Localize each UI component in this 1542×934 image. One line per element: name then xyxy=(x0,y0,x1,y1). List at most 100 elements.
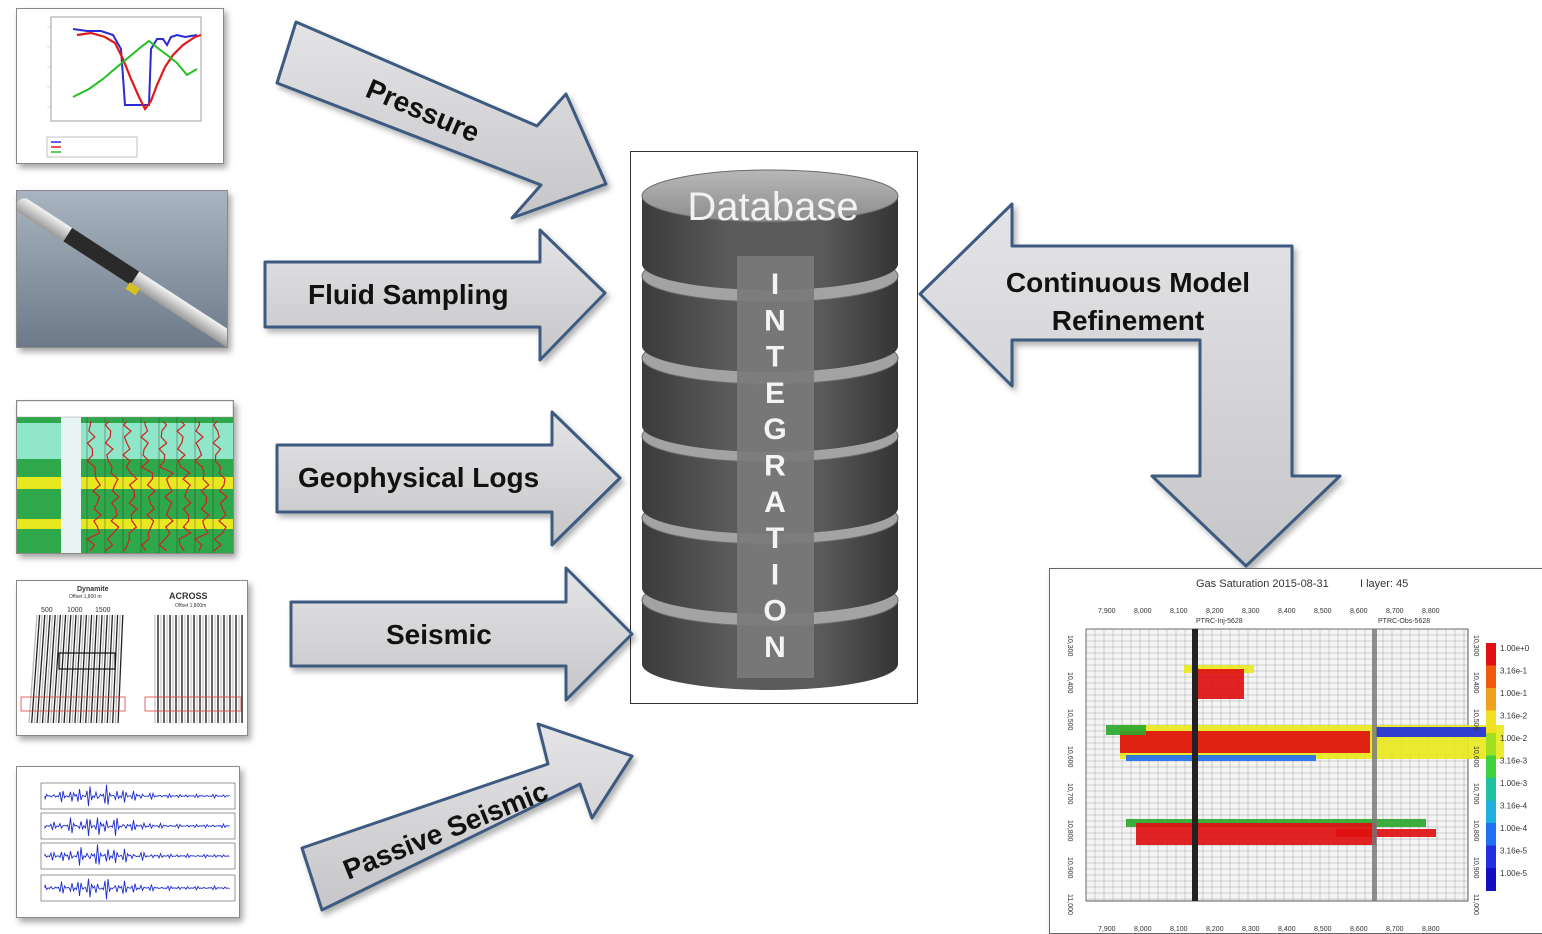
seismic-arrow xyxy=(289,566,634,702)
integration-letter: G xyxy=(763,413,786,446)
gas-x-tick-bottom: 8,700 xyxy=(1386,926,1404,933)
refinement-label-line1: Continuous Model xyxy=(1006,267,1250,298)
integration-letter: E xyxy=(765,377,785,410)
gas-y-tick-left: 10,900 xyxy=(1066,857,1073,879)
gas-x-tick-top: 8,800 xyxy=(1422,608,1440,615)
legend-label: 3.16e-4 xyxy=(1500,802,1528,811)
gas-x-tick-bottom: 8,500 xyxy=(1314,926,1332,933)
legend-label: 1.00e-5 xyxy=(1500,869,1528,878)
gas-x-tick-top: 8,300 xyxy=(1242,608,1260,615)
gas-y-tick-left: 10,600 xyxy=(1066,746,1073,768)
gas-y-tick-left: 10,300 xyxy=(1066,635,1073,657)
legend-label: 3.16e-1 xyxy=(1500,667,1528,676)
passive-seismic-arrow xyxy=(300,722,634,912)
geophysical-logs-thumbnail xyxy=(16,400,234,554)
gas-x-tick-top: 8,000 xyxy=(1134,608,1152,615)
gas-x-tick-top: 8,600 xyxy=(1350,608,1368,615)
gas-x-tick-top: 8,500 xyxy=(1314,608,1332,615)
integration-letter: N xyxy=(764,631,786,664)
refinement-arrow xyxy=(918,202,1342,568)
gas-y-tick-left: 10,800 xyxy=(1066,820,1073,842)
gas-y-tick-left: 10,400 xyxy=(1066,672,1073,694)
gas-y-tick-left: 11,000 xyxy=(1066,894,1073,915)
legend-label: 3.16e-3 xyxy=(1500,757,1528,766)
integration-letter: I xyxy=(771,558,779,591)
legend-label: 1.00e-2 xyxy=(1500,734,1528,743)
gas-x-tick-bottom: 8,300 xyxy=(1242,926,1260,933)
seismic-sections-thumbnail: Dynamite Offset 1,800 m ACROSS Offset 1,… xyxy=(16,580,248,736)
legend-label: 3.16e-2 xyxy=(1500,712,1528,721)
gas-saturation-title: Gas Saturation 2015-08-31 xyxy=(1196,578,1329,590)
integration-letter: I xyxy=(771,268,779,301)
seismic-left-subtitle: Offset 1,800 m xyxy=(69,594,102,600)
legend-swatch xyxy=(1486,823,1496,846)
integration-letter: O xyxy=(763,595,786,628)
legend-swatch xyxy=(1486,643,1496,666)
gas-y-tick-left: 10,500 xyxy=(1066,709,1073,731)
legend-label: 1.00e-3 xyxy=(1500,779,1528,788)
integration-letter: A xyxy=(764,486,786,519)
gas-x-tick-top: 8,700 xyxy=(1386,608,1404,615)
gas-x-tick-bottom: 8,400 xyxy=(1278,926,1296,933)
gas-x-tick-top: 8,400 xyxy=(1278,608,1296,615)
gas-x-tick-top: 7,900 xyxy=(1098,608,1116,615)
gas-y-tick-right: 10,600 xyxy=(1472,746,1479,768)
gas-x-tick-bottom: 8,100 xyxy=(1170,926,1188,933)
gas-x-tick-bottom: 8,000 xyxy=(1134,926,1152,933)
legend-swatch xyxy=(1486,800,1496,824)
integration-letter: R xyxy=(764,450,786,483)
seismic-left-title: Dynamite xyxy=(77,586,109,593)
legend-label: 1.00e-1 xyxy=(1500,689,1528,698)
seismic-offset-2: 1000 xyxy=(67,607,83,614)
pressure-arrow xyxy=(275,20,608,220)
legend-label: 1.00e-4 xyxy=(1500,824,1528,833)
seismic-right-subtitle: Offset 1,800m xyxy=(175,603,206,609)
legend-swatch xyxy=(1486,733,1496,756)
gas-x-tick-bottom: 8,200 xyxy=(1206,926,1224,933)
gas-y-tick-right: 10,700 xyxy=(1472,783,1479,805)
gas-saturation-map: Gas Saturation 2015-08-31 I layer: 45 PT… xyxy=(1049,568,1542,934)
legend-swatch xyxy=(1486,755,1496,779)
legend-label: 3.16e-5 xyxy=(1500,847,1528,856)
seismic-right-title: ACROSS xyxy=(169,591,208,601)
integration-letter: N xyxy=(764,304,786,337)
fluid-sampling-tool-thumbnail xyxy=(16,190,228,348)
legend-swatch xyxy=(1486,778,1496,801)
legend-swatch xyxy=(1486,868,1496,891)
geophysical-logs-arrow xyxy=(275,410,622,547)
integration-letter: T xyxy=(766,522,784,555)
legend-swatch xyxy=(1486,688,1496,711)
gas-y-tick-right: 11,000 xyxy=(1472,894,1479,915)
gas-y-tick-right: 10,900 xyxy=(1472,857,1479,879)
integration-letter: T xyxy=(766,341,784,374)
gas-x-tick-top: 8,200 xyxy=(1206,608,1224,615)
gas-x-tick-bottom: 7,900 xyxy=(1098,926,1116,933)
fluid-sampling-arrow xyxy=(263,228,607,362)
gas-y-tick-right: 10,400 xyxy=(1472,672,1479,694)
pressure-chart-thumbnail xyxy=(16,8,224,164)
well-label-right: PTRC-Obs-5628 xyxy=(1378,618,1430,625)
fluid-sampling-label: Fluid Sampling xyxy=(308,279,509,310)
gas-x-tick-top: 8,100 xyxy=(1170,608,1188,615)
well-label-left: PTRC-Inj-5628 xyxy=(1196,618,1243,625)
integration-band xyxy=(737,256,814,678)
gas-y-tick-right: 10,300 xyxy=(1472,635,1479,657)
gas-y-tick-right: 10,800 xyxy=(1472,820,1479,842)
gas-y-tick-right: 10,500 xyxy=(1472,709,1479,731)
gas-y-tick-left: 10,700 xyxy=(1066,783,1073,805)
refinement-label-line2: Refinement xyxy=(1052,305,1204,336)
legend-swatch xyxy=(1486,665,1496,689)
passive-seismic-thumbnail xyxy=(16,766,240,918)
gas-x-tick-bottom: 8,800 xyxy=(1422,926,1440,933)
legend-label: 1.00e+0 xyxy=(1500,644,1530,653)
seismic-offset-1: 500 xyxy=(41,607,53,614)
seismic-label: Seismic xyxy=(386,619,492,650)
legend-swatch xyxy=(1486,845,1496,869)
seismic-offset-3: 1500 xyxy=(95,607,111,614)
database-title: Database xyxy=(687,185,858,229)
legend-swatch xyxy=(1486,710,1496,734)
gas-saturation-layer: I layer: 45 xyxy=(1360,578,1408,590)
geophysical-logs-label: Geophysical Logs xyxy=(298,462,539,493)
